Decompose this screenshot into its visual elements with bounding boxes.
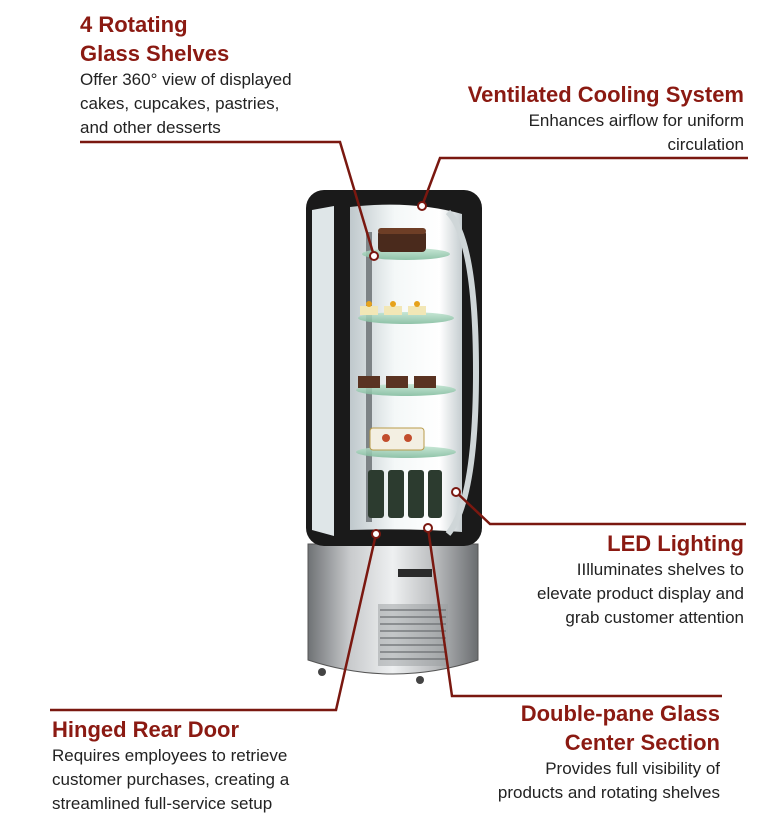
callout-description: Enhances airflow for uniform circulation xyxy=(414,109,744,157)
desc-line: circulation xyxy=(667,135,744,154)
desc-line: elevate product display and xyxy=(537,584,744,603)
callout-title: Hinged Rear Door xyxy=(52,717,240,742)
callout-hinged-rear-door: Hinged Rear Door Requires employees to r… xyxy=(52,715,372,816)
desc-line: products and rotating shelves xyxy=(497,783,720,802)
callout-title: 4 Rotating Glass Shelves xyxy=(80,10,380,68)
title-line: 4 Rotating xyxy=(80,12,188,37)
desc-line: Offer 360° view of displayed xyxy=(80,70,292,89)
title-line: Glass Shelves xyxy=(80,41,230,66)
desc-line: grab customer attention xyxy=(565,608,744,627)
title-line: Double-pane Glass xyxy=(520,701,720,726)
callout-description: Offer 360° view of displayed cakes, cupc… xyxy=(80,68,380,140)
desc-line: Requires employees to retrieve xyxy=(52,746,288,765)
callout-cooling-system: Ventilated Cooling System Enhances airfl… xyxy=(414,80,744,157)
desc-line: IIlluminates shelves to xyxy=(576,560,744,579)
desc-line: Enhances airflow for uniform xyxy=(528,111,744,130)
desc-line: customer purchases, creating a xyxy=(52,770,290,789)
desc-line: and other desserts xyxy=(80,118,221,137)
desc-line: cakes, cupcakes, pastries, xyxy=(80,94,280,113)
title-line: Center Section xyxy=(564,730,720,755)
callout-description: Requires employees to retrieve customer … xyxy=(52,744,372,816)
callout-description: Provides full visibility of products and… xyxy=(420,757,720,805)
desc-line: streamlined full-service setup xyxy=(52,794,273,813)
desc-line: Provides full visibility of xyxy=(545,759,720,778)
callout-led-lighting: LED Lighting IIlluminates shelves to ele… xyxy=(444,529,744,630)
callout-title: Double-pane Glass Center Section xyxy=(420,699,720,757)
callout-title: Ventilated Cooling System xyxy=(467,82,744,107)
callout-description: IIlluminates shelves to elevate product … xyxy=(444,558,744,630)
callout-rotating-shelves: 4 Rotating Glass Shelves Offer 360° view… xyxy=(80,10,380,140)
callout-title: LED Lighting xyxy=(607,531,744,556)
callout-double-pane-glass: Double-pane Glass Center Section Provide… xyxy=(420,699,720,805)
